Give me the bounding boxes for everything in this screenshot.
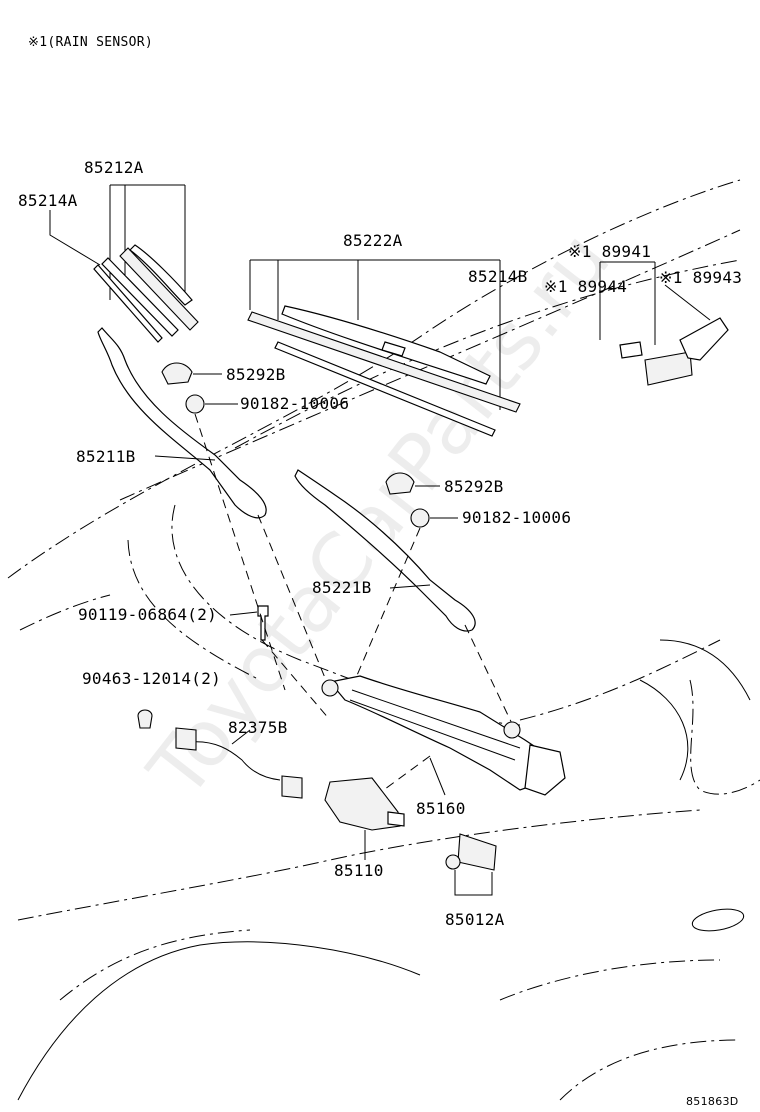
linkage-pivot-right: [503, 721, 521, 739]
nut-90182-2: [410, 508, 430, 528]
guide-dash-2: [257, 514, 331, 691]
fender-line: [639, 679, 689, 781]
label-85110: 85110: [334, 861, 384, 880]
label-82375B: 82375B: [228, 718, 288, 737]
label-85160: 85160: [416, 799, 466, 818]
wiper-arm-left: [97, 327, 267, 519]
label-90182-10006-2: 90182-10006: [462, 508, 572, 527]
bolt-90119: [257, 605, 269, 641]
label-85222A: 85222A: [343, 231, 403, 250]
hood-edge-left: [19, 594, 111, 631]
blade-left-spoiler: [129, 244, 193, 306]
rain-sensor-unit: [644, 351, 693, 386]
wiper-linkage: [328, 675, 556, 791]
wiper-motor: [324, 777, 401, 831]
hood-lower-edge: [17, 809, 701, 921]
leader-85160: [429, 757, 446, 796]
blade-right-rubber: [274, 341, 496, 437]
cap-85292B-1: [161, 362, 193, 385]
rain-sensor-cover: [679, 317, 729, 361]
bracket-nut: [445, 854, 461, 870]
leader-82375B: [231, 729, 251, 745]
linkage-pivot-left: [321, 679, 339, 697]
leader-85222A: [249, 259, 501, 410]
linkage-bracket: [524, 744, 566, 796]
harness-connector-right: [281, 775, 303, 799]
wiper-arm-right: [294, 469, 476, 632]
label-85212A: 85212A: [84, 158, 144, 177]
fender-line-2: [659, 639, 751, 701]
cowl-outline: [234, 259, 741, 449]
guide-dash-4: [464, 624, 516, 731]
bracket-85012A: [457, 833, 497, 871]
blade-left-assy: [119, 247, 199, 331]
motor-shaft: [387, 811, 405, 827]
guide-dash-5: [261, 639, 331, 721]
nut-90182-1: [185, 394, 205, 414]
leader-85214A: [49, 210, 101, 266]
harness-connector-left: [175, 727, 197, 751]
leader-89943: [664, 284, 711, 321]
label-85221B: 85221B: [312, 578, 372, 597]
fender-outline: [519, 639, 721, 721]
body-bottom-curve-3: [559, 1039, 741, 1101]
hood-panel-outline-2: [127, 539, 261, 681]
blade-right-assy: [247, 311, 521, 413]
label-85292B-2: 85292B: [444, 477, 504, 496]
guide-dash-3: [354, 527, 421, 681]
leader-85012A: [454, 870, 493, 896]
label-90463-12014: 90463-12014(2): [82, 669, 222, 688]
label-90182-10006-1: 90182-10006: [240, 394, 350, 413]
hood-lower-edge-2: [59, 929, 251, 1001]
diagram-code: 851863D: [686, 1095, 739, 1108]
wire-harness: [189, 741, 281, 781]
label-85012A: 85012A: [445, 910, 505, 929]
label-85214A: 85214A: [18, 191, 78, 210]
label-85214B: 85214B: [468, 267, 528, 286]
label-89941: ※1 89941: [568, 242, 652, 261]
leader-85211B: [154, 455, 216, 461]
guide-dash-1: [194, 413, 286, 691]
blade-right-clip: [381, 341, 406, 357]
windshield-outline: [7, 179, 741, 579]
label-89943: ※1 89943: [659, 268, 743, 287]
fender-outline-2: [689, 679, 760, 795]
leader-90119: [229, 611, 258, 616]
body-bottom-curve: [17, 941, 421, 1101]
cap-85292B-2: [385, 472, 415, 495]
body-bottom-curve-2: [499, 959, 721, 1001]
body-hole: [691, 908, 745, 932]
rain-sensor-note: ※1(RAIN SENSOR): [28, 35, 153, 50]
linkage-rod: [349, 689, 521, 761]
leader-89941: [599, 261, 656, 345]
label-85292B-1: 85292B: [226, 365, 286, 384]
blade-rubber-left: [93, 264, 163, 343]
rain-sensor-pad: [619, 341, 643, 359]
cowl-outline-2: [119, 229, 741, 501]
label-90119-06864: 90119-06864(2): [78, 605, 218, 624]
blade-left-body: [101, 257, 179, 337]
leader-85212A: [109, 184, 186, 300]
grommet-90463: [137, 709, 153, 729]
label-85211B: 85211B: [76, 447, 136, 466]
label-89944: ※1 89944: [544, 277, 628, 296]
leader-85221B: [389, 584, 431, 589]
